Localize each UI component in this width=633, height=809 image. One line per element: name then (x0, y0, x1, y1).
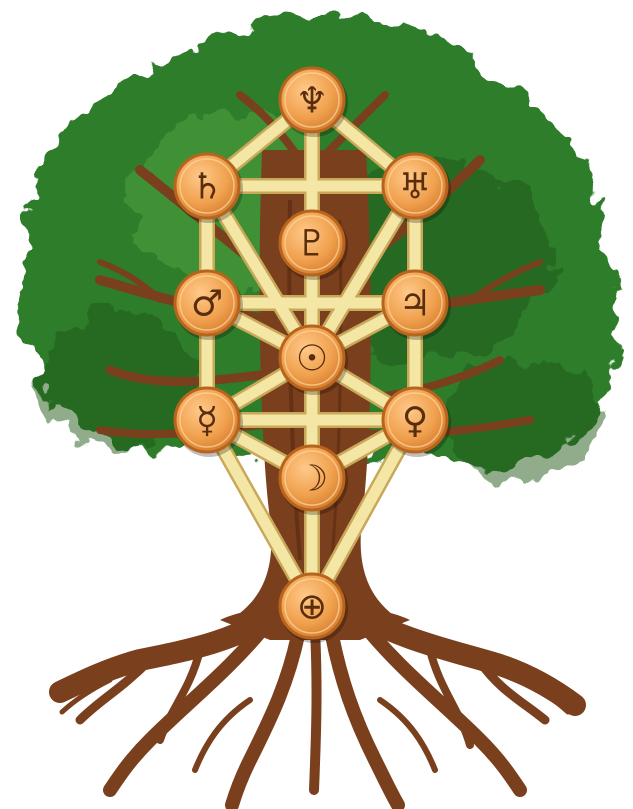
node-jupiter: ♃ (381, 269, 451, 340)
node-pluto-ring (284, 215, 340, 271)
moon-symbol-icon: ☽ (296, 459, 328, 500)
node-mercury-ring (179, 392, 235, 448)
node-moon-disc (278, 444, 346, 512)
uranus-symbol-icon: ♅ (399, 167, 431, 208)
node-moon-ring (284, 450, 340, 506)
node-venus-disc (381, 386, 449, 454)
node-earth-disc (278, 572, 346, 640)
node-mercury: ☿ (173, 386, 243, 457)
sephirot-nodes: ♆ ♄ ♅ ♇ ♂ ♃ ☉ ☿ ♀ ☽ ⊕ (173, 66, 451, 643)
node-pluto: ♇ (278, 209, 348, 280)
node-uranus: ♅ (381, 152, 451, 223)
pluto-symbol-icon: ♇ (296, 224, 328, 265)
node-mercury-disc (173, 386, 241, 454)
node-sun-ring (284, 330, 340, 386)
node-sun-disc (278, 324, 346, 392)
node-saturn: ♄ (173, 152, 243, 223)
tree-roots (49, 599, 586, 809)
node-jupiter-disc (381, 269, 449, 337)
node-mars: ♂ (173, 269, 243, 340)
node-jupiter-ring (387, 275, 443, 331)
saturn-symbol-icon: ♄ (191, 167, 223, 208)
venus-symbol-icon: ♀ (402, 401, 428, 442)
earth-symbol-icon: ⊕ (297, 587, 327, 628)
node-venus: ♀ (381, 386, 451, 457)
path-saturn-sun (201, 180, 318, 364)
node-earth: ⊕ (278, 572, 348, 643)
node-venus-ring (387, 392, 443, 448)
node-uranus-disc (381, 152, 449, 220)
node-saturn-disc (173, 152, 241, 220)
mercury-symbol-icon: ☿ (196, 401, 218, 442)
sun-symbol-icon: ☉ (296, 339, 328, 380)
node-mars-disc (173, 269, 241, 337)
node-pluto-disc (278, 209, 346, 277)
node-sun: ☉ (278, 324, 348, 395)
node-neptune: ♆ (278, 66, 348, 137)
neptune-symbol-icon: ♆ (296, 81, 328, 122)
path-mercury-earth (201, 414, 318, 612)
jupiter-symbol-icon: ♃ (399, 284, 431, 325)
node-saturn-ring (179, 158, 235, 214)
node-neptune-ring (284, 72, 340, 128)
node-neptune-disc (278, 66, 346, 134)
node-earth-ring (284, 578, 340, 634)
node-moon: ☽ (278, 444, 348, 515)
mars-symbol-icon: ♂ (191, 284, 223, 325)
node-mars-ring (179, 275, 235, 331)
path-venus-earth (306, 414, 421, 612)
node-uranus-ring (387, 158, 443, 214)
